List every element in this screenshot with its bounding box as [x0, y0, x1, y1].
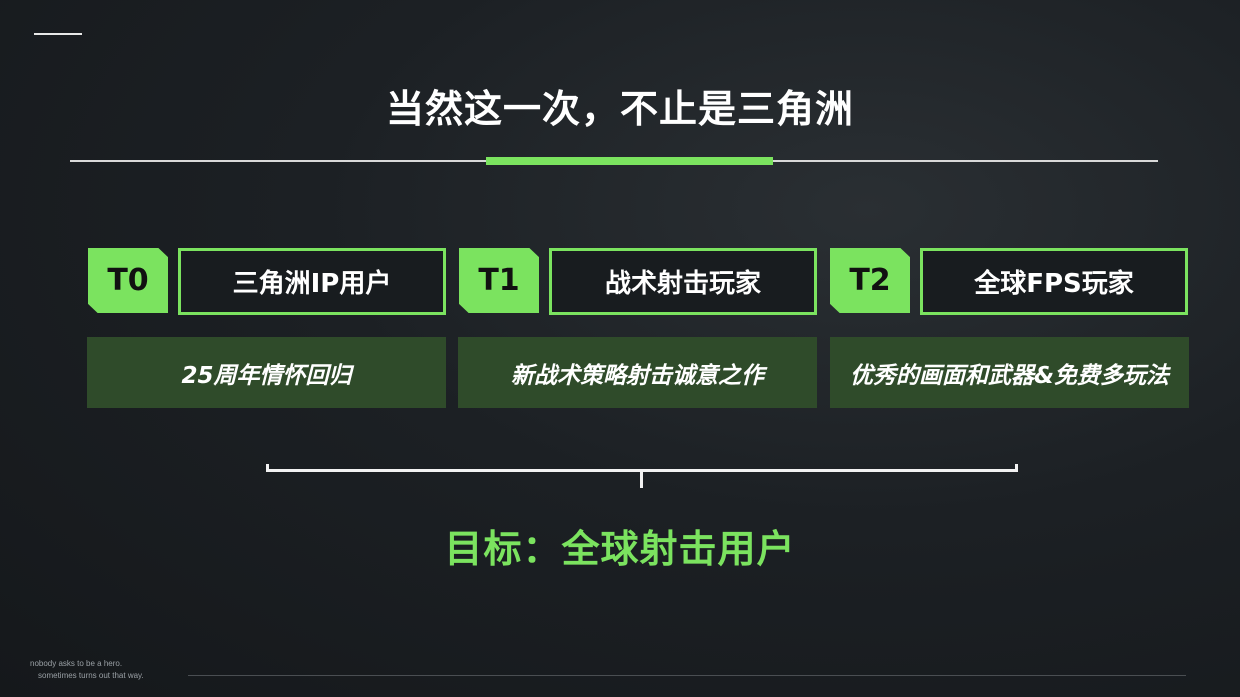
tier-desc-t0: 25周年情怀回归 [87, 337, 446, 408]
footer-quote-line2: sometimes turns out that way. [38, 671, 144, 680]
tier-badge-t1: T1 [459, 248, 539, 313]
grouping-bracket-tick [640, 472, 643, 488]
slide-title: 当然这一次，不止是三角洲 [385, 87, 854, 131]
tier-label-t1: 战术射击玩家 [549, 248, 817, 315]
tier-desc-t1: 新战术策略射击诚意之作 [458, 337, 817, 408]
footer-divider [188, 675, 1186, 676]
tier-badge-t0: T0 [88, 248, 168, 313]
goal-text: 目标：全球射击用户 [444, 527, 796, 571]
tier-desc-t2: 优秀的画面和武器&免费多玩法 [830, 337, 1189, 408]
tier-label-t2: 全球FPS玩家 [920, 248, 1188, 315]
tier-badge-t2: T2 [830, 248, 910, 313]
top-left-dash [34, 33, 82, 35]
grouping-bracket [266, 464, 1018, 472]
footer-quote-line1: nobody asks to be a hero. [30, 659, 123, 668]
tier-label-t0: 三角洲IP用户 [178, 248, 446, 315]
title-divider-accent [486, 157, 773, 165]
